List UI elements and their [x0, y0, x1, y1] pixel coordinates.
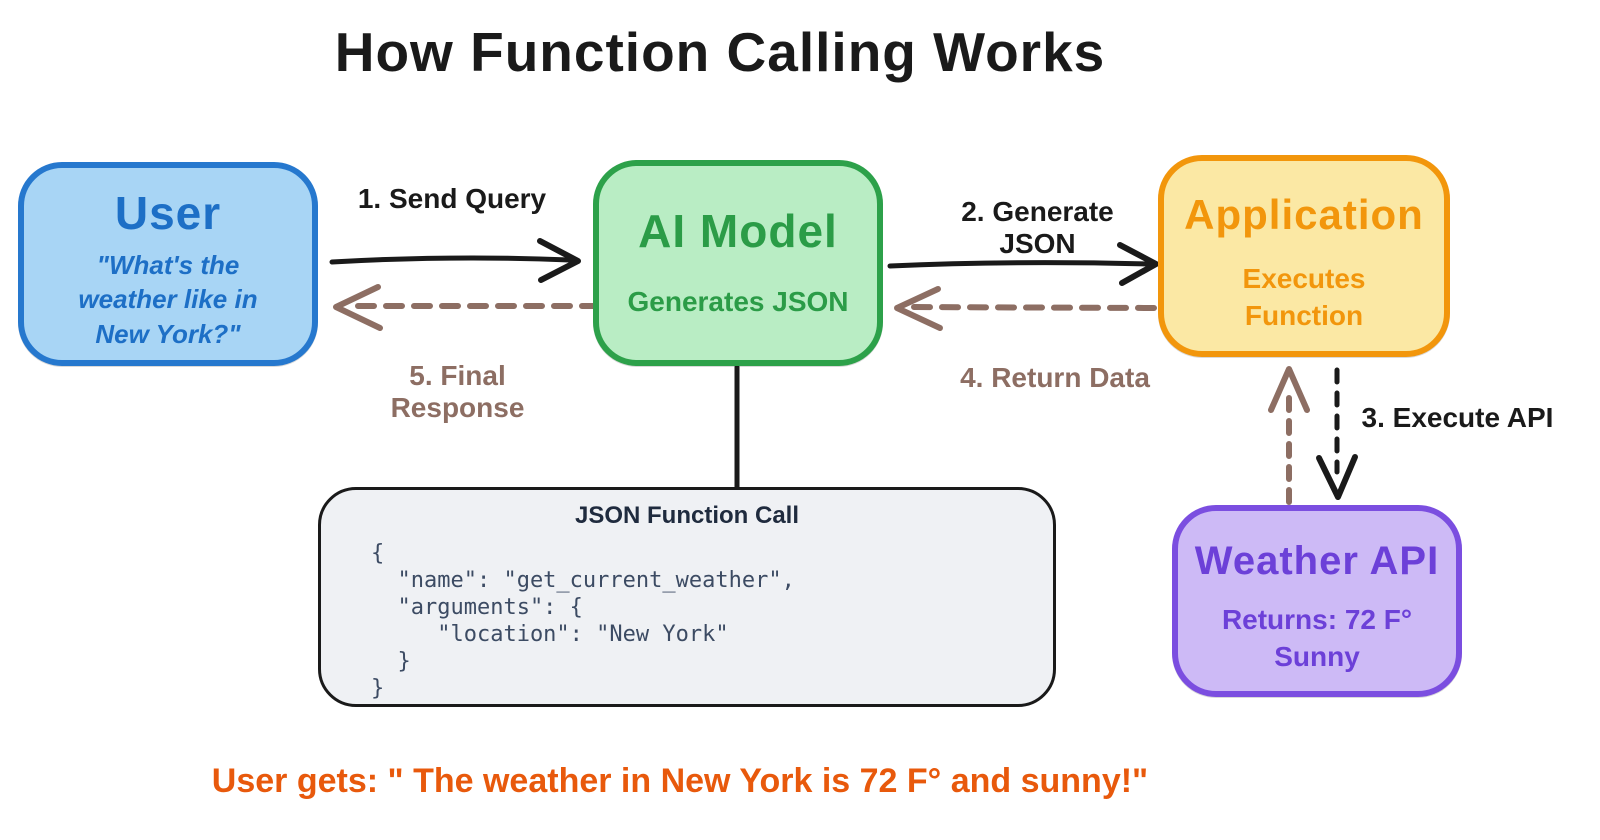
return-data-arrow-head	[894, 286, 943, 331]
node-user-title: User	[114, 187, 222, 239]
edge-label-send-query: 1. Send Query	[357, 183, 547, 214]
api-return-arrow-head	[1268, 366, 1310, 413]
node-user: User "What's the weather like in New Yor…	[18, 162, 318, 366]
json-function-call-panel: JSON Function Call { "name": "get_curren…	[318, 487, 1056, 707]
node-ai-model-title: AI Model	[638, 205, 838, 257]
json-panel-title: JSON Function Call	[574, 502, 799, 529]
edge-label-generate-json: 2. Generate JSON	[961, 196, 1114, 259]
json-code-block: { "name": "get_current_weather", "argume…	[371, 541, 795, 701]
diagram-title: How Function Calling Works	[334, 21, 1106, 83]
node-ai-model-subtitle: Generates JSON	[627, 286, 849, 317]
node-user-quote: "What's the weather like in New York?"	[78, 250, 258, 349]
generate-json-arrow-head	[1117, 242, 1159, 286]
send-query-arrow-line	[329, 255, 573, 265]
edge-label-final-response: 5. Final Response	[390, 360, 525, 423]
node-weather-api-subtitle: Returns: 72 F° Sunny	[1221, 604, 1413, 672]
node-application-title: Application	[1184, 191, 1424, 238]
return-data-arrow-line	[902, 304, 1157, 311]
footer-result-text: User gets: " The weather in New York is …	[211, 762, 1149, 800]
send-query-arrow-head	[537, 238, 581, 283]
node-application-subtitle: Executes Function	[1242, 263, 1366, 331]
node-weather-api-title: Weather API	[1194, 539, 1440, 583]
node-ai-model: AI Model Generates JSON	[593, 160, 883, 366]
node-application: Application Executes Function	[1158, 155, 1450, 357]
edge-label-return-data: 4. Return Data	[960, 362, 1150, 393]
node-weather-api: Weather API Returns: 72 F° Sunny	[1172, 505, 1462, 697]
final-response-arrow-head	[333, 284, 383, 331]
generate-json-arrow-line	[887, 260, 1151, 269]
edge-label-execute-api: 3. Execute API	[1361, 402, 1554, 433]
execute-api-arrow-head	[1316, 454, 1358, 500]
